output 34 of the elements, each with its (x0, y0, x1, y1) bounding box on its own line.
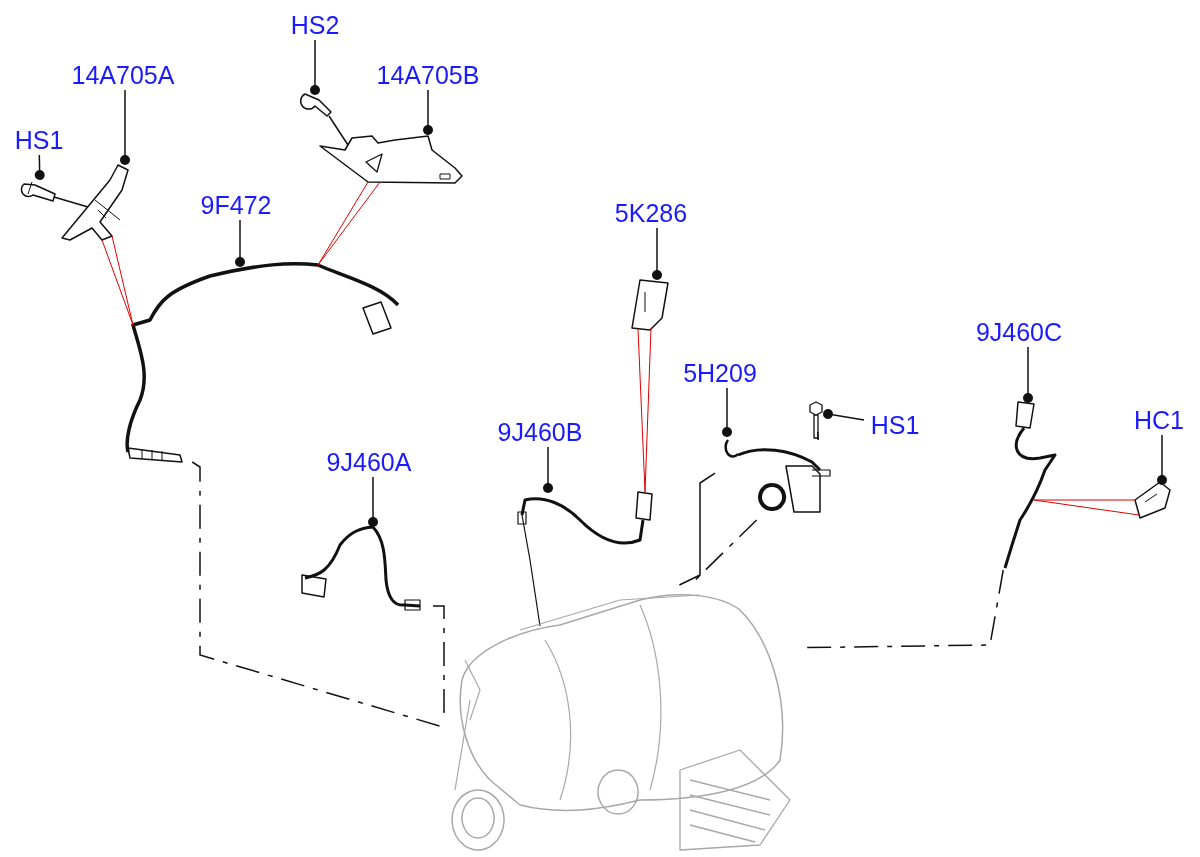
part-number-label: 9J460C (958, 317, 1080, 347)
part-number-label: 14A705A (53, 60, 193, 90)
leader-line (543, 446, 553, 493)
part-number-label: 9J460A (308, 447, 430, 477)
alignment-line (317, 181, 381, 266)
alignment-line (1033, 499, 1140, 516)
part-number-label: HS1 (8, 125, 70, 155)
dash-dot-line (432, 605, 446, 713)
leader-line (310, 39, 320, 95)
leader-line (1157, 434, 1167, 485)
leader-line (823, 409, 865, 421)
connector-line (678, 472, 716, 586)
connector-line (53, 196, 89, 208)
part-number-label: HC1 (1128, 405, 1190, 435)
leader-line (120, 89, 130, 165)
leader-line (423, 89, 433, 135)
leader-line (1023, 346, 1033, 403)
part-number-label: HS1 (864, 410, 926, 440)
part-number-label: 5K286 (602, 198, 700, 228)
clip-drawing (1132, 480, 1172, 520)
leader-line (368, 476, 378, 527)
part-number-label: 9F472 (188, 190, 284, 220)
connector-line (816, 431, 819, 441)
leader-line (722, 387, 732, 437)
alignment-line (101, 235, 134, 326)
leader-line (235, 219, 245, 267)
part-number-label: 14A705B (358, 60, 498, 90)
part-number-label: 9J460B (480, 417, 600, 447)
part-number-label: 5H209 (668, 358, 772, 388)
leader-line (652, 227, 662, 280)
alignment-line (637, 327, 652, 493)
connector-line (328, 115, 349, 146)
part-number-label: HS2 (283, 10, 347, 40)
leader-line (34, 154, 45, 180)
